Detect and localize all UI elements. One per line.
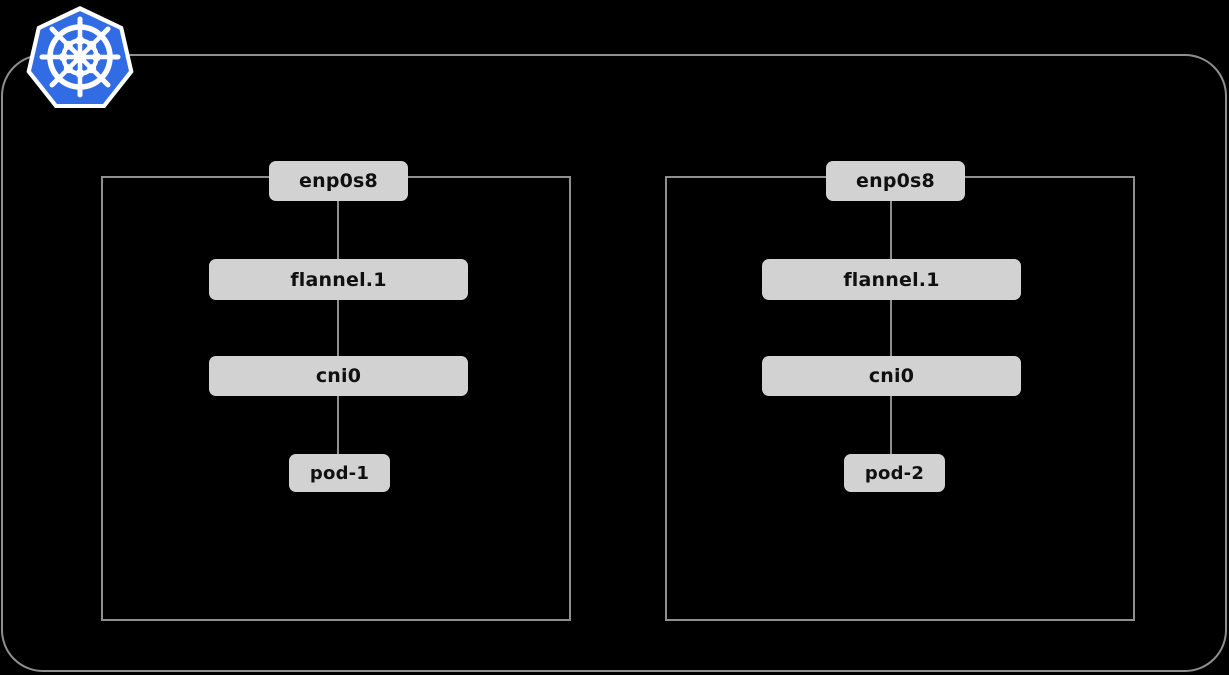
- cluster-container: [1, 54, 1227, 672]
- interface-chip-enp0s8-node-1[interactable]: enp0s8: [269, 161, 408, 201]
- interface-chip-enp0s8-node-2[interactable]: enp0s8: [826, 161, 965, 201]
- node-box-node-1: [101, 176, 571, 621]
- kubernetes-logo: [26, 5, 134, 108]
- node-box-node-2: [665, 176, 1135, 621]
- connector-cni0-pod-node-1: [337, 394, 339, 456]
- kubernetes-logo-icon: [26, 6, 134, 108]
- interface-chip-flannel-node-1[interactable]: flannel.1: [209, 259, 468, 300]
- connector-flannel-cni0-node-1: [337, 298, 339, 359]
- connector-flannel-cni0-node-2: [890, 298, 892, 359]
- connector-enp0s8-flannel-node-1: [337, 199, 339, 261]
- connector-cni0-pod-node-2: [890, 394, 892, 456]
- pod-chip-pod-2[interactable]: pod-2: [844, 454, 945, 492]
- interface-chip-cni0-node-2[interactable]: cni0: [762, 356, 1021, 396]
- pod-chip-pod-1[interactable]: pod-1: [289, 454, 390, 492]
- connector-enp0s8-flannel-node-2: [890, 199, 892, 261]
- interface-chip-flannel-node-2[interactable]: flannel.1: [762, 259, 1021, 300]
- interface-chip-cni0-node-1[interactable]: cni0: [209, 356, 468, 396]
